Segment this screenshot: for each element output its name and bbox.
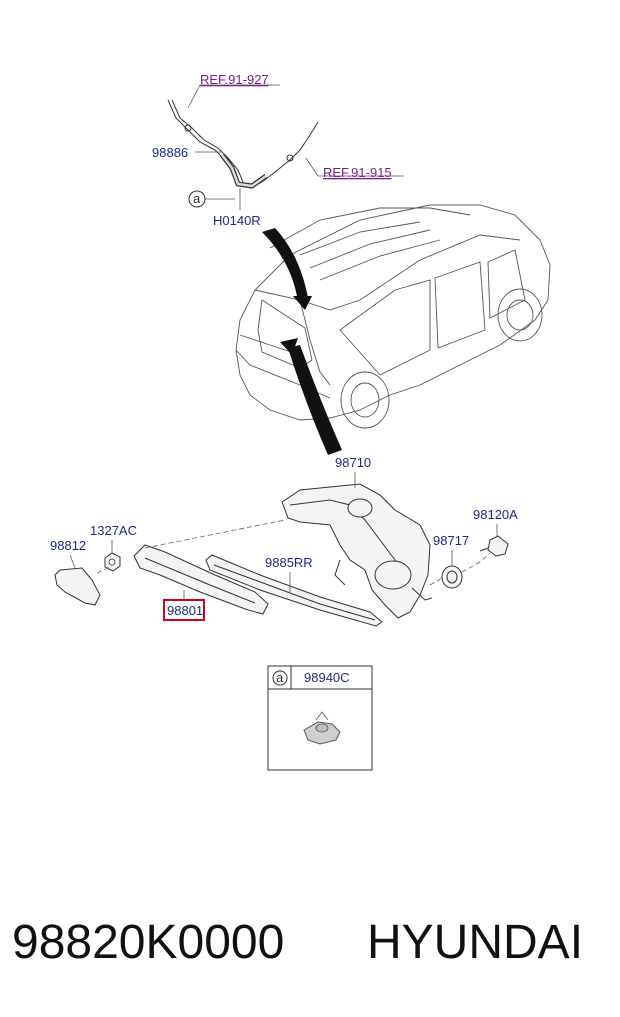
inset-a-label: a — [276, 670, 284, 685]
brand-caption: HYUNDAI — [367, 916, 583, 969]
part-1327AC-label[interactable]: 1327AC — [90, 523, 137, 538]
bolt-98120A — [479, 535, 509, 557]
callout-a-circle — [188, 190, 206, 208]
part-98886-label[interactable]: 98886 — [152, 145, 188, 160]
ref-91-927-label[interactable]: REF.91-927 — [200, 72, 269, 87]
part-98812-label[interactable]: 98812 — [50, 538, 86, 553]
part-98710-label[interactable]: 98710 — [335, 455, 371, 470]
part-98801-label[interactable]: 98801 — [167, 603, 203, 618]
washer-hose-assembly — [167, 84, 404, 210]
part-number-caption: 98820K0000 — [12, 916, 284, 969]
cap-98812 — [54, 567, 101, 606]
ref-91-915-label[interactable]: REF.91-915 — [323, 165, 392, 180]
part-98940C-label[interactable]: 98940C — [304, 670, 350, 685]
part-9885RR-label[interactable]: 9885RR — [265, 555, 313, 570]
wiper-motor-98710 — [281, 483, 433, 619]
callout-a-label: a — [193, 191, 201, 206]
grommet-98717 — [441, 565, 463, 589]
part-98717-label[interactable]: 98717 — [433, 533, 469, 548]
wiper-arm-98801 — [133, 544, 269, 615]
wiper-blade-9885RR — [205, 554, 383, 627]
callout-arrows — [262, 228, 342, 455]
inset-detail-a — [267, 665, 373, 771]
part-H0140R-label[interactable]: H0140R — [213, 213, 261, 228]
part-98120A-label[interactable]: 98120A — [473, 507, 518, 522]
